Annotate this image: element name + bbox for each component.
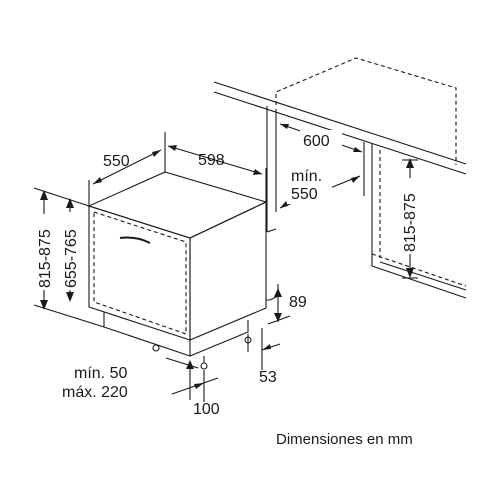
door-handle — [119, 236, 151, 244]
floor-dashed — [371, 253, 467, 287]
dishwasher-side-face — [189, 201, 267, 341]
niche-width-label: 600 — [303, 133, 330, 150]
dimension-niche-depth: mín. 550 — [279, 166, 361, 209]
niche-height-arrow-a — [406, 158, 414, 168]
dimension-overall-height: 815-875 — [33, 187, 105, 328]
plinth-side — [189, 320, 249, 357]
door-height-label-bg — [60, 212, 80, 290]
units-caption: Dimensiones en mm — [276, 431, 413, 448]
plinth-gap-label: 89 — [289, 294, 307, 311]
dimension-niche-height: 815-875 — [398, 158, 420, 279]
overall-height-ext-top — [33, 187, 90, 207]
door-height-arrow-a — [66, 198, 74, 208]
front-right-foot — [200, 362, 208, 370]
overall-height-label: 815-875 — [37, 229, 54, 288]
plinth-range-arrow — [186, 360, 194, 369]
plinth-front — [103, 312, 191, 357]
side-offset-arrow — [262, 344, 271, 350]
overall-height-arrow-b — [40, 300, 48, 310]
door-panel-outline — [93, 211, 187, 335]
width-label: 598 — [198, 152, 225, 169]
dimension-foot-depth: 100 — [171, 370, 220, 418]
dimension-width: 598 — [167, 145, 267, 202]
upper-cabinet-dashed — [275, 57, 457, 165]
plinth-min-label: mín. 50 — [74, 365, 127, 382]
niche-height-label: 815-875 — [402, 193, 419, 252]
right-plinth — [371, 254, 467, 299]
foot-depth-arrow — [194, 383, 204, 389]
depth-label: 550 — [103, 153, 130, 170]
dimension-door-height: 655-765 — [60, 198, 80, 302]
right-plinth-inner — [379, 261, 467, 291]
niche-depth-arrow-a — [280, 201, 288, 208]
front-left-foot — [152, 344, 160, 352]
overall-height-label-bg — [34, 214, 54, 290]
niche-width-arrow-a — [280, 124, 289, 129]
door-height-label: 655-765 — [63, 229, 80, 288]
niche-depth-label-bg — [288, 166, 332, 204]
foot-depth-label: 100 — [193, 401, 220, 418]
plinth-gap-arrow-b — [274, 313, 282, 322]
dimension-niche-width: 600 — [279, 123, 363, 153]
worktop-top-edge — [213, 81, 467, 165]
side-offset-label: 53 — [259, 369, 277, 386]
dishwasher-body — [87, 171, 268, 370]
plinth-range-ext — [165, 357, 199, 369]
niche-depth-min-value: 550 — [291, 186, 318, 203]
niche-height-arrow-b — [406, 268, 414, 278]
dimension-plinth-range: mín. 50 máx. 220 — [62, 357, 199, 401]
overall-height-ext-bottom — [33, 304, 105, 328]
width-dim-line — [167, 145, 263, 175]
kitchen-niche — [213, 57, 467, 299]
door-height-arrow-b — [66, 292, 74, 302]
niche-depth-arrow-b — [351, 176, 360, 183]
niche-width-arrow-b — [353, 147, 362, 152]
depth-dim-line — [92, 149, 162, 185]
dimension-plinth-gap: 89 — [266, 284, 307, 325]
plinth-gap-ext — [266, 284, 279, 301]
dishwasher-top-face — [87, 171, 268, 239]
plinth-gap-tick — [267, 315, 291, 325]
width-arrow-a — [168, 145, 177, 151]
niche-depth-min-word: mín. — [291, 168, 322, 185]
left-cabinet-bottom — [266, 228, 277, 233]
niche-height-label-bg — [398, 178, 420, 254]
dimension-side-offset: 53 — [247, 328, 281, 386]
plinth-max-label: máx. 220 — [62, 384, 128, 401]
overall-height-arrow-a — [40, 190, 48, 200]
width-arrow-b — [253, 169, 262, 175]
depth-arrow-a — [93, 177, 102, 184]
dimension-depth: 550 — [88, 132, 166, 206]
niche-width-label-bg — [300, 130, 342, 150]
plinth-gap-arrow-a — [274, 288, 282, 297]
depth-arrow-b — [152, 150, 161, 157]
